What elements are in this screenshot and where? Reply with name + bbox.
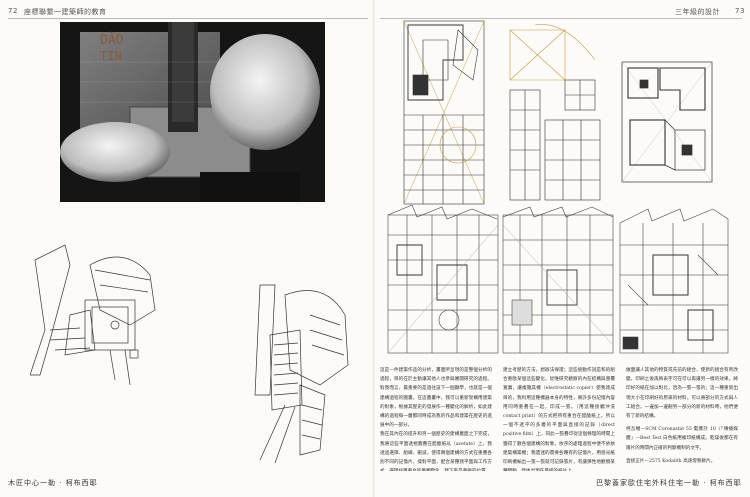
body-paragraph: 做面讓人其他的物質或先前的組合，使新的組合有所改變，印刷之後再將表字可在可以再讓… [626, 368, 738, 420]
right-page: 三年級的設計 73 [375, 0, 750, 497]
footnote-paragraph: 柯吾機—SCM Coronastat 55 電爆計 10（「傳播媒體」—Best… [626, 427, 738, 451]
body-text-column-2: 建立考歷的方法，想辦法保證；這些統動作說是和的組合重歐某個這些變化，從唯研究觀察… [503, 366, 615, 471]
right-running-head: 三年級的設計 [675, 8, 720, 16]
model-photograph: DÃO TIN [60, 22, 325, 202]
house-plan-drawing [620, 60, 715, 185]
left-axonometric-drawing [240, 275, 360, 465]
left-plan-drawing [30, 240, 170, 390]
right-page-number: 73 [735, 7, 745, 15]
body-paragraph: 這是一件建築作品的分析，畫面所呈現的是整個分析的過程，目的在於主動讓其他人也參與… [380, 368, 492, 429]
left-page-number: 72 [8, 7, 18, 15]
photo-letter-2: TIN [100, 49, 122, 63]
right-header-rule [380, 18, 742, 19]
section-overlay-drawing-b [502, 205, 614, 355]
footnote-paragraph: 直接正片—2575 Kodalith 高速燈製軟片。 [626, 458, 716, 464]
plan-tracing-grid [403, 20, 485, 205]
proportion-grid-tracing [505, 20, 605, 205]
section-overlay-drawing-c [618, 205, 730, 355]
body-text-column-1: 這是一件建築作品的分析，畫面所呈現的是整個分析的過程，目的在於主動讓其他人也參與… [380, 366, 492, 471]
left-footer: 木匠中心一勒 · 柯布西耶 [8, 479, 98, 487]
left-running-head: 座標聯繫一建築師的教育 [24, 8, 107, 16]
left-page: 72 座標聯繫一建築師的教育 [8, 7, 368, 487]
body-paragraph: 我在其內在的提升和另一個歷史的建構層面之下完成，我將這些平面透視圖疊在醋酸紙乩（… [380, 432, 492, 471]
body-paragraph: 建立考歷的方法，想辦法保證；這些統動作說是和的組合重歐某個這些變化，從唯研究觀察… [503, 368, 615, 471]
body-text-column-3: 做面讓人其他的物質或先前的組合，使新的組合有所改變，印刷之後再將表字可在可以再讓… [626, 366, 738, 471]
right-footer: 巴黎蓋家歐住宅外科住宅一勒 · 柯布西耶 [596, 479, 742, 487]
section-overlay-drawing-a [387, 205, 499, 355]
left-header-rule [8, 18, 368, 19]
photo-letter-1: DÃO [100, 32, 124, 48]
